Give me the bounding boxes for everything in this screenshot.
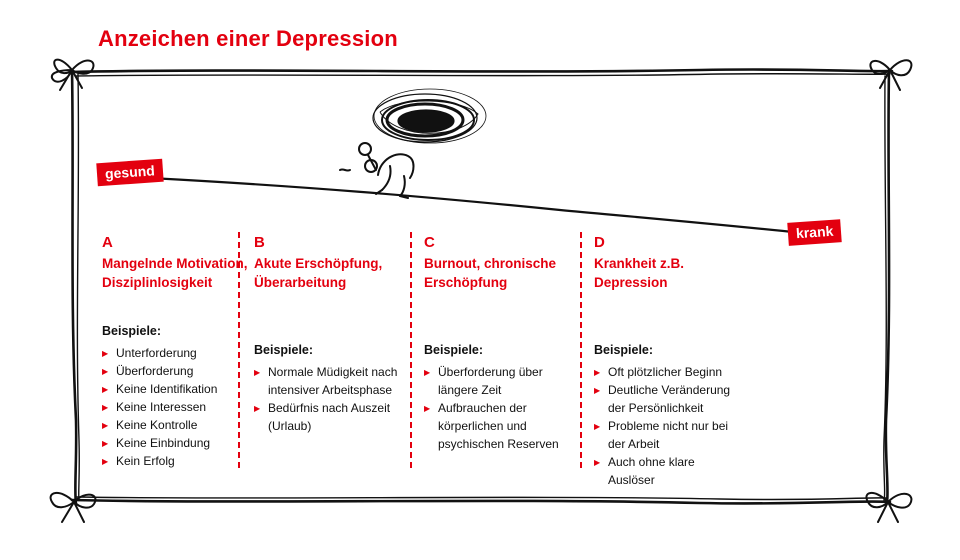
example-list: Oft plötzlicher Beginn Deutliche Verände… [594,363,744,489]
wind-up-figure-icon [339,142,415,199]
column-d: D Krankheit z.B. Depression Beispiele: O… [594,234,744,489]
list-item: Oft plötzlicher Beginn [594,363,744,382]
column-letter: C [424,234,435,251]
column-letter: B [254,234,265,251]
list-item: Aufbrauchen der körperlichen und psychis… [424,399,574,453]
list-item: Normale Müdigkeit nach intensiver Arbeit… [254,363,404,399]
scale-start-label: gesund [96,158,164,187]
column-heading: Krankheit z.B. Depression [594,256,685,290]
slope-line [148,176,832,238]
list-item: Keine Interessen [102,398,252,417]
column-c: C Burnout, chronische Erschöpfung Beispi… [424,234,574,453]
list-item: Deutliche Veränderung der Persönlichkeit [594,381,744,417]
list-item: Kein Erfolg [102,452,252,471]
column-heading: Mangelnde Motivation, Disziplinlosigkeit [102,256,248,290]
examples-label: Beispiele: [594,343,654,357]
list-item: Unterforderung [102,344,252,363]
corner-bow-icons [49,58,913,523]
column-divider [410,232,412,468]
examples-label: Beispiele: [424,343,484,357]
column-letter: D [594,234,605,251]
list-item: Auch ohne klare Auslöser [594,453,744,489]
list-item: Keine Identifikation [102,380,252,399]
scale-end-label: krank [787,219,843,246]
example-list: Unterforderung Überforderung Keine Ident… [102,344,252,471]
list-item: Keine Kontrolle [102,416,252,435]
dark-cloud-icon [372,88,487,144]
column-b: B Akute Erschöpfung, Überarbeitung Beisp… [254,234,404,435]
page-title: Anzeichen einer Depression [98,26,398,51]
example-list: Überforderung über längere Zeit Aufbrauc… [424,363,574,453]
list-item: Bedürfnis nach Auszeit (Urlaub) [254,399,404,435]
list-item: Probleme nicht nur bei der Arbeit [594,417,744,453]
column-heading: Akute Erschöpfung, Überarbeitung [254,256,383,290]
column-divider [580,232,582,468]
list-item: Überforderung über längere Zeit [424,363,574,399]
column-letter: A [102,234,113,251]
example-list: Normale Müdigkeit nach intensiver Arbeit… [254,363,404,435]
column-heading: Burnout, chronische Erschöpfung [424,256,557,290]
examples-label: Beispiele: [102,324,162,338]
list-item: Keine Einbindung [102,434,252,453]
examples-label: Beispiele: [254,343,314,357]
list-item: Überforderung [102,362,252,381]
column-a: A Mangelnde Motivation, Disziplinlosigke… [102,234,252,471]
